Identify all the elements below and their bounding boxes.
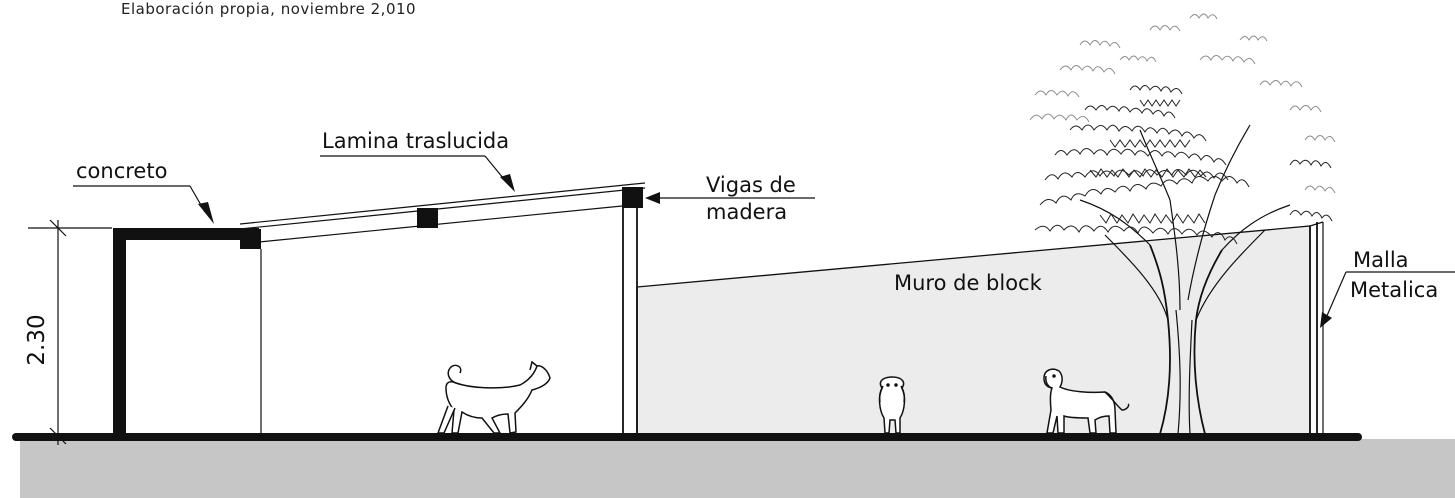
tree bbox=[1029, 13, 1336, 435]
arrow-concreto bbox=[198, 202, 214, 224]
label-malla-2: Metalica bbox=[1350, 278, 1438, 302]
dimension-line bbox=[28, 219, 112, 445]
arrow-lamina bbox=[500, 174, 515, 192]
arrow-malla bbox=[1320, 312, 1332, 328]
block-wall bbox=[636, 225, 1311, 437]
dog-front-view bbox=[878, 376, 906, 434]
concrete-structure bbox=[113, 228, 259, 435]
ground-line bbox=[12, 433, 1362, 441]
translucent-sheet bbox=[239, 182, 646, 243]
wood-column bbox=[622, 208, 638, 433]
label-malla-1: Malla bbox=[1353, 248, 1409, 272]
dog-standing bbox=[1043, 368, 1130, 434]
wood-beam-2 bbox=[417, 208, 438, 228]
label-muro: Muro de block bbox=[894, 271, 1043, 295]
credit-text: Elaboración propia, noviembre 2,010 bbox=[121, 0, 416, 18]
label-lamina: Lamina traslucida bbox=[322, 129, 509, 153]
ground bbox=[20, 439, 1455, 498]
metal-mesh bbox=[1309, 221, 1324, 436]
label-concreto: concreto bbox=[76, 159, 167, 183]
wood-beam-3 bbox=[622, 187, 643, 208]
dog-walking bbox=[436, 360, 551, 434]
arrow-vigas bbox=[645, 192, 660, 204]
label-vigas-2: madera bbox=[706, 200, 787, 224]
wood-beam-1 bbox=[240, 229, 261, 249]
dimension-text: 2.30 bbox=[24, 314, 50, 365]
label-vigas-1: Vigas de bbox=[706, 173, 796, 197]
